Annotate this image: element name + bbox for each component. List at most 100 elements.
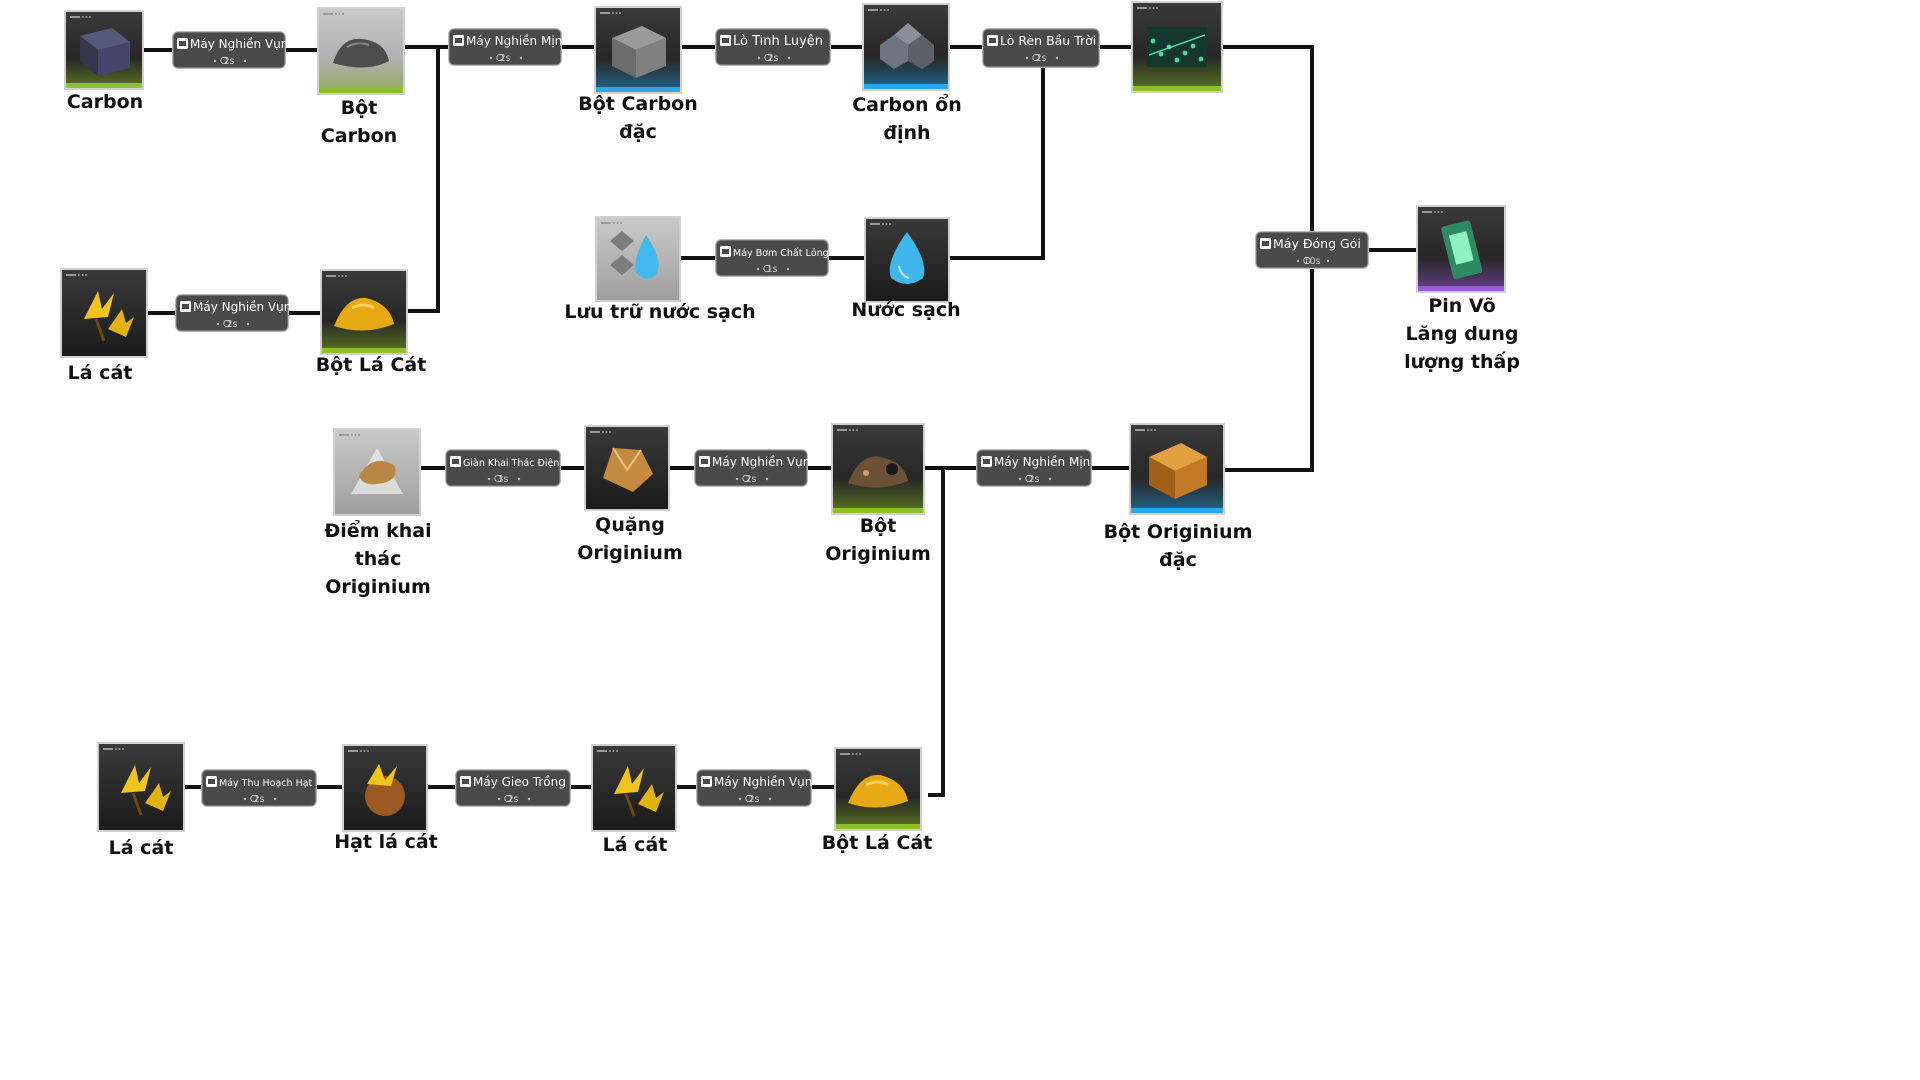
item-label: Bột [860, 515, 897, 537]
sandleaf-powder-icon [334, 297, 394, 331]
machine-name: Máy Nghiền Mịn [466, 34, 562, 48]
sandleaf-seed-icon [365, 764, 405, 816]
machine-node[interactable]: Máy Nghiền Mịn 2s [448, 28, 562, 66]
item-label: Carbon [67, 91, 143, 113]
timer-icon [496, 53, 504, 62]
water-storage-icon [610, 231, 659, 279]
machine-time: 2s [227, 319, 238, 330]
item-label: thác [355, 548, 402, 570]
item-label: Carbon [321, 125, 397, 147]
machine-name: Máy Nghiền Vụn [712, 455, 810, 469]
rarity-strip [322, 348, 406, 353]
item-label: Bột Lá Cát [822, 832, 933, 854]
machine-node[interactable]: Máy Nghiền Vụn 2s [175, 294, 291, 332]
machine-name: Máy Bơm Chất Lỏng [733, 248, 829, 259]
item-node[interactable]: Bột Lá Cát [822, 747, 933, 854]
timer-icon [1025, 474, 1033, 483]
machine-box [982, 28, 1100, 68]
connector-line [406, 47, 440, 313]
timer-icon [745, 794, 753, 803]
machine-name: Lò Rèn Bầu Trời [1000, 33, 1096, 48]
machine-time: 2s [1029, 474, 1040, 485]
machine-time: 2s [768, 53, 779, 64]
item-label: lượng thấp [1404, 350, 1520, 373]
sandleaf-plant-icon [614, 766, 664, 817]
machine-name: Máy Thu Hoạch Hạt [219, 778, 313, 789]
machine-box [455, 769, 571, 807]
item-node[interactable]: Lưu trữ nước sạch [564, 216, 756, 323]
machine-time: 2s [500, 53, 511, 64]
timer-icon [763, 264, 771, 273]
item-label: Lưu trữ nước sạch [564, 301, 755, 323]
item-label: đặc [1159, 549, 1197, 571]
item-node[interactable] [1131, 1, 1223, 93]
timer-icon [250, 794, 258, 803]
sandleaf-powder-icon [848, 774, 908, 808]
dense-originium-cube-icon [1149, 443, 1207, 499]
timer-icon [223, 319, 231, 328]
item-label: Bột Originium [1104, 521, 1253, 543]
machine-box [175, 294, 289, 332]
item-node[interactable]: Nước sạch [851, 217, 961, 321]
item-node[interactable]: Lá cát [591, 744, 677, 856]
rarity-strip [864, 84, 948, 89]
rarity-strip [833, 508, 923, 513]
item-node[interactable]: Bột Lá Cát [316, 269, 427, 376]
item-label: Lá cát [603, 834, 668, 856]
connector-lines [142, 45, 1418, 797]
item-label: Quặng [595, 514, 665, 536]
machine-time: 2s [224, 56, 235, 67]
machine-name: Máy Đóng Gói [1273, 236, 1361, 251]
carbon-powder-icon [333, 38, 389, 68]
item-node[interactable]: Carbon [64, 10, 144, 113]
item-label: Hạt lá cát [334, 831, 438, 853]
item-node[interactable]: Lá cát [97, 742, 185, 859]
item-label: Originium [577, 542, 683, 564]
machine-box [172, 31, 286, 69]
machine-box [715, 28, 831, 66]
item-label: Bột Lá Cát [316, 354, 427, 376]
item-node[interactable]: Hạt lá cát [334, 744, 438, 853]
machine-name: Máy Nghiền Vụn [193, 300, 291, 314]
machine-node[interactable]: Lò Rèn Bầu Trời 2s [982, 28, 1100, 68]
rarity-strip [836, 824, 920, 829]
item-label: đặc [619, 121, 657, 143]
timer-icon [1032, 53, 1040, 62]
stable-carbon-icon [880, 23, 934, 69]
item-label: Originium [325, 576, 431, 598]
timer-icon [1303, 256, 1311, 265]
machine-time: 2s [1036, 53, 1047, 64]
item-node[interactable]: Lá cát [60, 268, 148, 384]
machine-box [201, 769, 317, 807]
item-label: Lá cát [68, 362, 133, 384]
item-node[interactable]: Bột Originium đặc [1104, 423, 1253, 571]
item-label: Bột [341, 97, 378, 119]
machine-box [696, 769, 812, 807]
item-label: Lá cát [109, 837, 174, 859]
carbon-ore-cube-icon [80, 28, 130, 76]
item-label: Originium [825, 543, 931, 565]
rarity-strip [66, 83, 142, 88]
machine-time: 2s [749, 794, 760, 805]
machine-box [694, 449, 808, 487]
